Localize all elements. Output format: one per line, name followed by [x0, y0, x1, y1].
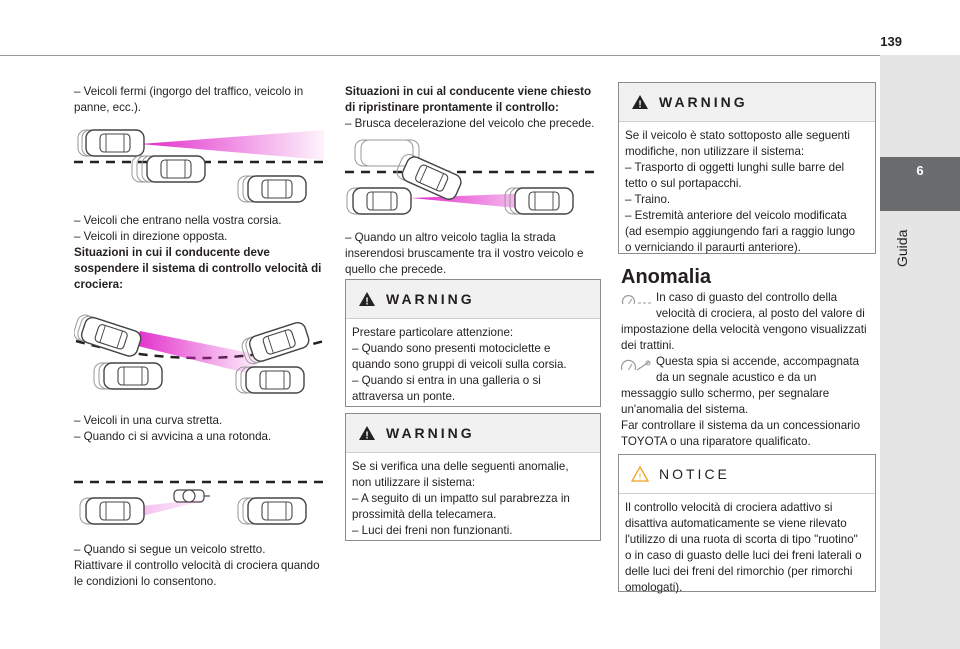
- text-line: – Quando ci si avvicina a una rotonda.: [74, 430, 272, 443]
- section-heading: Situazioni in cui al conducente viene ch…: [345, 85, 592, 98]
- text-line: messaggio sullo schermo, per segnalare: [621, 387, 830, 400]
- text-line: – Quando un altro veicolo taglia la stra…: [345, 231, 556, 244]
- header-divider: [0, 55, 960, 56]
- warning-triangle-icon: !: [632, 95, 648, 111]
- svg-text:!: !: [639, 472, 642, 482]
- text-line: inserendosi bruscamente tra il vostro ve…: [345, 247, 584, 260]
- warning-box: ! WARNING Prestare particolare attenzion…: [345, 279, 601, 407]
- section-heading: di ripristinare prontamente il controllo…: [345, 101, 559, 114]
- warning-text: non utilizzare il sistema:: [352, 476, 476, 489]
- warning-text: o verniciando il paraurti anteriore).: [625, 241, 801, 254]
- notice-text: omologati).: [625, 581, 683, 594]
- text-line: quello che precede.: [345, 263, 447, 276]
- text-line: un'anomalia del sistema.: [621, 403, 749, 416]
- section-heading: Situazioni in cui il conducente deve: [74, 246, 270, 259]
- section-heading: crociera:: [74, 278, 123, 291]
- warning-triangle-icon: !: [359, 292, 375, 308]
- notice-text: Il controllo velocità di crociera adatti…: [625, 501, 833, 514]
- text-line: Riattivare il controllo velocità di croc…: [74, 559, 320, 572]
- notice-text: delle luci dei freni del rimorchio (per …: [625, 565, 853, 578]
- notice-triangle-icon: !: [631, 466, 649, 482]
- warning-text: – A seguito di un impatto sul parabrezza…: [352, 492, 570, 505]
- text-line: – Veicoli in direzione opposta.: [74, 230, 228, 243]
- section-title: Anomalia: [621, 266, 712, 288]
- warning-text: Se si verifica una delle seguenti anomal…: [352, 460, 569, 473]
- warning-title: WARNING: [386, 291, 475, 307]
- warning-text: – Luci dei freni non funzionanti.: [352, 524, 513, 537]
- text-line: dei trattini.: [621, 339, 675, 352]
- text-line: – Brusca decelerazione del veicolo che p…: [345, 117, 595, 130]
- text-line: impostazione della velocità vengono visu…: [621, 323, 867, 336]
- text-line: le condizioni lo consentono.: [74, 575, 217, 588]
- warning-text: tetto o sul portapacchi.: [625, 177, 742, 190]
- illustration-braking-vehicle: [345, 139, 597, 215]
- text-line: – Veicoli fermi (ingorgo del traffico, v…: [74, 85, 304, 98]
- warning-text: – Estremità anteriore del veicolo modifi…: [625, 209, 847, 222]
- notice-title: NOTICE: [659, 466, 730, 482]
- text-line: velocità di crociera, al posto del valor…: [656, 307, 865, 320]
- text-line: – Quando si segue un veicolo stretto.: [74, 543, 266, 556]
- side-tab-upper: [880, 55, 960, 157]
- text-line: da un segnale acustico e da un: [656, 371, 817, 384]
- page-number: 139: [880, 34, 902, 49]
- warning-text: (ad esempio aggiungendo fari a raggio lu…: [625, 225, 856, 238]
- svg-text:!: !: [638, 100, 641, 111]
- warning-text: Se il veicolo è stato sottoposto alle se…: [625, 129, 850, 142]
- cruise-control-dashes-icon: [621, 295, 651, 305]
- chapter-number: 6: [916, 163, 924, 178]
- warning-box: ! WARNING Se il veicolo è stato sottopos…: [618, 82, 876, 254]
- section-heading: sospendere il sistema di controllo veloc…: [74, 262, 322, 275]
- text-line: Questa spia si accende, accompagnata: [656, 355, 860, 368]
- side-tab-lower: [880, 291, 960, 649]
- warning-text: – Quando sono presenti motociclette e: [352, 342, 551, 355]
- warning-text: modifiche, non utilizzare il sistema:: [625, 145, 805, 158]
- warning-text: Prestare particolare attenzione:: [352, 326, 514, 339]
- illustration-sharp-curve: [74, 312, 325, 394]
- text-line: TOYOTA o una riparatore qualificato.: [621, 435, 811, 448]
- warning-text: – Trasporto di oggetti lunghi sulle barr…: [625, 161, 845, 174]
- notice-text: disattiva automaticamente se viene rilev…: [625, 517, 847, 530]
- warning-text: – Quando si entra in una galleria o si: [352, 374, 541, 387]
- notice-box: ! NOTICE Il controllo velocità di crocie…: [618, 454, 876, 594]
- side-tab-label-bg: [880, 211, 960, 291]
- text-line: In caso di guasto del controllo della: [656, 291, 838, 304]
- illustration-stopped-vehicles: [74, 129, 326, 203]
- warning-title: WARNING: [659, 94, 748, 110]
- warning-text: prossimità della telecamera.: [352, 508, 497, 521]
- warning-box: ! WARNING Se si verifica una delle segue…: [345, 413, 601, 541]
- warning-text: – Traino.: [625, 193, 671, 206]
- warning-title: WARNING: [386, 425, 475, 441]
- text-line: – Veicoli che entrano nella vostra corsi…: [74, 214, 282, 227]
- side-tab-active[interactable]: [880, 157, 960, 211]
- svg-text:!: !: [365, 297, 368, 308]
- illustration-narrow-vehicle: [74, 480, 326, 525]
- cruise-fault-lamp-icon: [620, 359, 651, 371]
- text-line: panne, ecc.).: [74, 101, 142, 114]
- text-line: – Veicoli in una curva stretta.: [74, 414, 223, 427]
- notice-text: l'utilizzo di una ruota di scorta di tip…: [625, 533, 858, 546]
- warning-text: quando sono gruppi di veicoli sulla cors…: [352, 358, 567, 371]
- text-line: Far controllare il sistema da un concess…: [621, 419, 861, 432]
- warning-text: attraversa un ponte.: [352, 390, 456, 403]
- warning-triangle-icon: !: [359, 426, 375, 442]
- notice-text: o in caso di guasto delle luci dei freni…: [625, 549, 862, 562]
- svg-text:!: !: [365, 431, 368, 442]
